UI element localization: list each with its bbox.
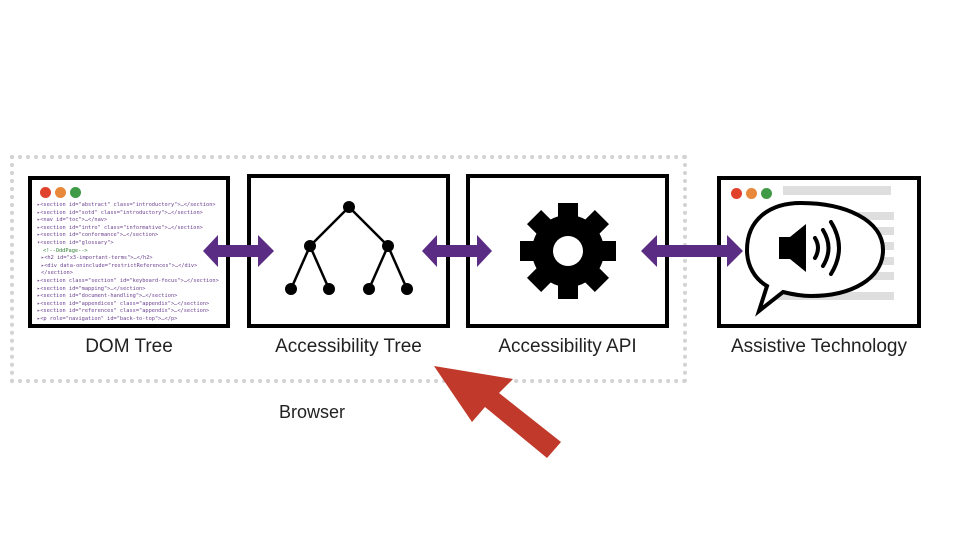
window-dot-green (70, 187, 81, 198)
hierarchy-tree-icon (285, 201, 413, 295)
dom-tree-box: ▸<section id="abstract" class="introduct… (28, 176, 230, 328)
code-line: ▸<section id="conformance">…</section> (37, 232, 159, 239)
code-line: ▸<section id="references" class="appendi… (37, 308, 210, 315)
code-line: ▸<section id="appendices" class="appendi… (37, 300, 210, 307)
code-line: </section> (41, 270, 73, 277)
code-line: ▸<div data-oninclude="restrictReferences… (41, 262, 198, 269)
window-dot-orange (55, 187, 66, 198)
code-line: ▸<h2 id="x3-important-terms">…</h2> (41, 255, 153, 262)
assistive-technology-box (717, 176, 921, 328)
browser-group-frame (10, 155, 687, 383)
code-line: ▾<section id="glossary"> (37, 239, 114, 246)
accessibility-api-label: Accessibility API (498, 336, 637, 357)
code-line: ▸<section id="document-handling">…</sect… (37, 293, 178, 300)
window-dot-red (40, 187, 51, 198)
accessibility-api-box (466, 174, 669, 328)
accessibility-tree-box (247, 174, 450, 328)
window-dot-orange (746, 188, 757, 199)
gear-icon (520, 203, 616, 299)
dom-tree-label: DOM Tree (85, 336, 173, 357)
window-dot-green (761, 188, 772, 199)
code-line: ▸<section id="intro" class="informative"… (37, 224, 203, 231)
code-line: ▸<section class="section" id="keyboard-f… (37, 277, 219, 284)
dom-code-listing: ▸<section id="abstract" class="introduct… (37, 202, 223, 324)
assistive-technology-label: Assistive Technology (730, 336, 908, 357)
code-line: ▸<section id="sotd" class="introductory"… (37, 209, 203, 216)
code-line: ▸<section id="mapping">…</section> (37, 285, 146, 292)
code-line: ▸<section id="abstract" class="introduct… (37, 202, 216, 208)
code-line: ▸<nav id="toc">…</nav> (37, 217, 108, 224)
code-line: <!--OddPage--> (43, 247, 88, 254)
accessibility-tree-label: Accessibility Tree (275, 336, 422, 357)
code-line: ▸<p role="navigation" id="back-to-top">…… (37, 315, 178, 322)
browser-label: Browser (279, 402, 346, 422)
window-dot-red (731, 188, 742, 199)
speaker-icon (744, 200, 886, 317)
